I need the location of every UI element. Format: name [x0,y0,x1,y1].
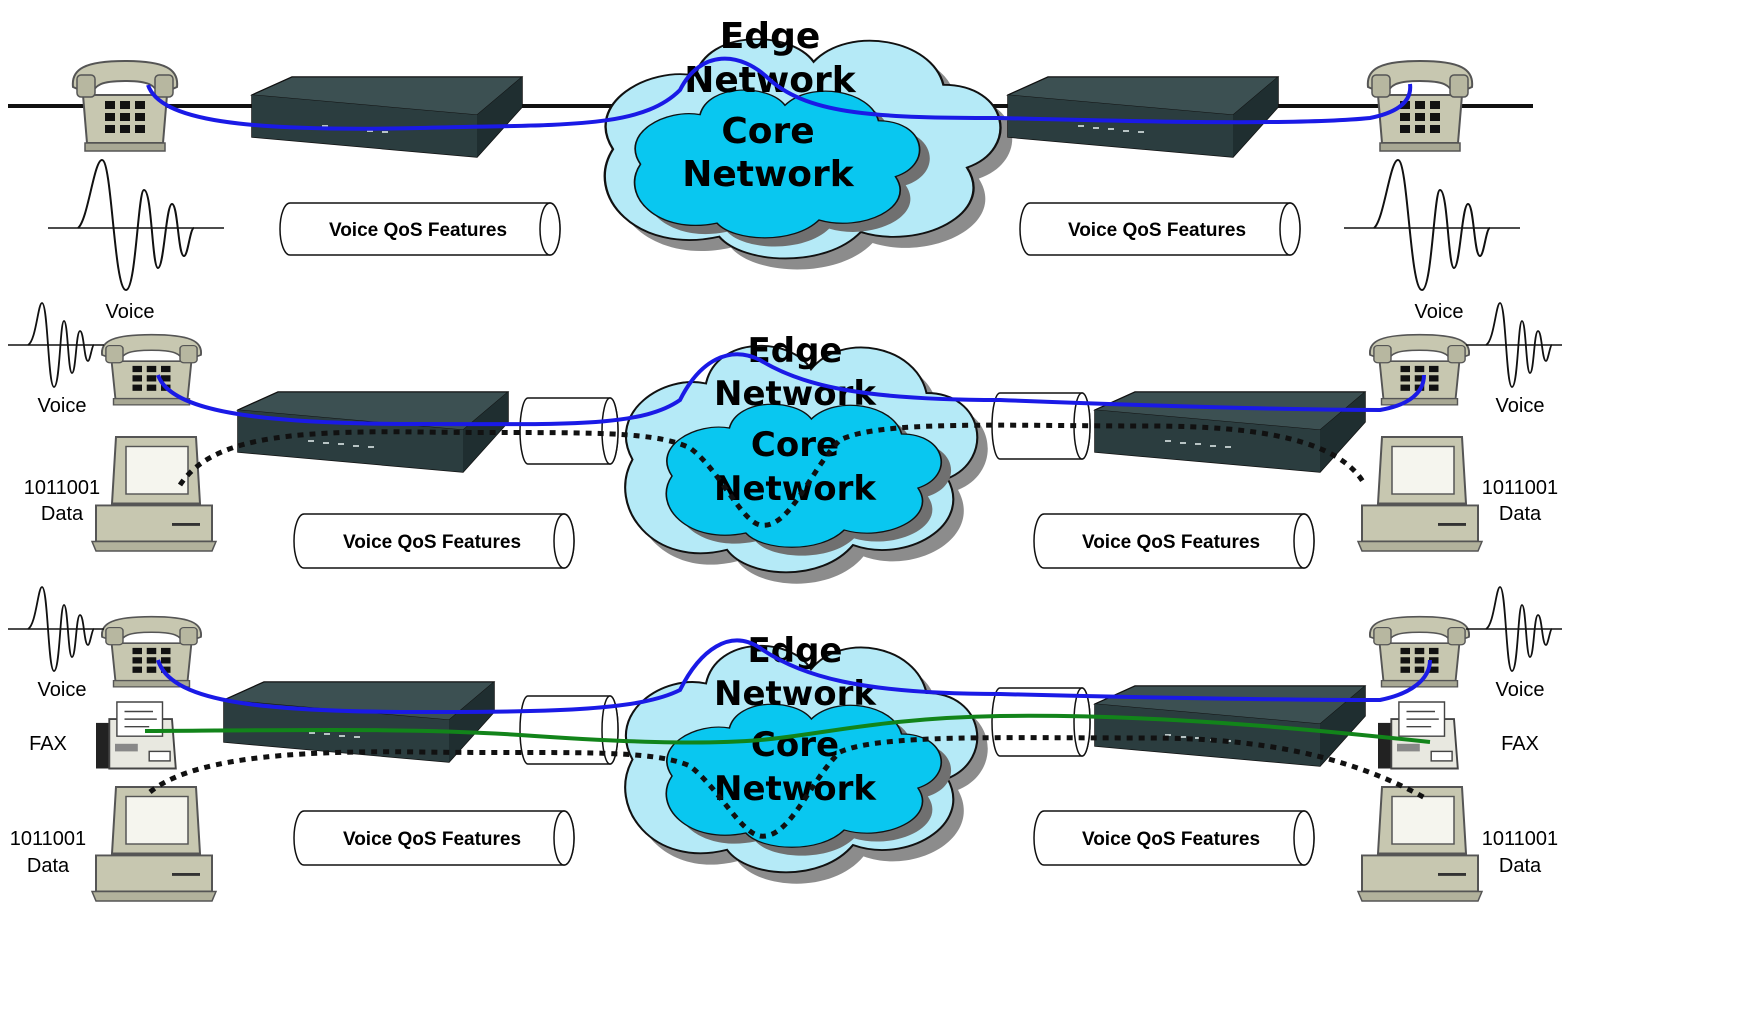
fax-path [144,713,1431,745]
fax-label: FAX [1501,733,1539,755]
telephone-icon [1366,60,1474,152]
core-label: Core [751,425,839,465]
computer-icon [90,785,218,903]
data-label: Data [41,503,84,525]
data-bits-label: 1011001 [10,828,86,850]
pipe-icon [519,695,619,765]
fax-machine-icon [1377,701,1459,770]
voice-label: Voice [1496,679,1545,701]
row-1: Edge Network Core Network Voice Voice Vo… [8,16,1533,323]
fax-label: FAX [29,733,67,755]
data-label: Data [27,855,70,877]
voice-label: Voice [38,679,87,701]
voice-path [156,638,1432,715]
data-label: Data [1499,503,1542,525]
waveform-icon [1466,302,1562,388]
core-network-label: Network [682,154,854,195]
telephone-icon [71,60,179,152]
edge-label: Edge [720,16,821,57]
router-icon [1007,76,1279,158]
qos-pipe-left: Voice QoS Features [279,202,561,256]
data-path [148,735,1427,839]
qos-label: Voice QoS Features [343,829,521,850]
qos-pipe-left: Voice QoS Features [293,810,575,866]
router-icon [223,681,495,763]
row-2: Edge Network Core Network [8,302,1562,584]
network-label: Network [714,374,877,414]
fax-machine-icon [95,701,177,770]
waveform-icon [1344,158,1520,292]
qos-pipe-right: Voice QoS Features [1033,810,1315,866]
waveform-icon [8,586,104,672]
qos-label: Voice QoS Features [1068,220,1246,241]
waveform-icon [48,158,224,292]
qos-pipe-right: Voice QoS Features [1033,513,1315,569]
qos-label: Voice QoS Features [1082,532,1260,553]
data-label: Data [1499,855,1542,877]
qos-pipe-right: Voice QoS Features [1019,202,1301,256]
telephone-icon [100,615,203,688]
voice-label: Voice [1496,395,1545,417]
core-network-label: Network [714,769,877,809]
computer-icon [90,435,218,553]
telephone-icon [100,333,203,406]
waveform-icon [8,302,104,388]
telephone-icon [1368,615,1471,688]
row-3: Edge Network Core Network [8,586,1562,903]
qos-label: Voice QoS Features [343,532,521,553]
pipe-icon [519,397,619,465]
data-bits-label: 1011001 [1482,477,1558,499]
network-label: Network [714,674,877,714]
router-icon [251,76,523,158]
voice-label: Voice [106,301,155,323]
data-bits-label: 1011001 [24,477,100,499]
telephone-icon [1368,333,1471,406]
computer-icon [1356,435,1484,553]
qos-label: Voice QoS Features [329,220,507,241]
core-label: Core [721,111,814,152]
voice-label: Voice [1415,301,1464,323]
voice-path [156,352,1426,427]
edge-label: Edge [748,331,843,371]
voice-path [146,56,1413,131]
data-bits-label: 1011001 [1482,828,1558,850]
pipe-icon [991,392,1091,460]
voice-label: Voice [38,395,87,417]
qos-label: Voice QoS Features [1082,829,1260,850]
qos-pipe-left: Voice QoS Features [293,513,575,569]
waveform-icon [1466,586,1562,672]
pipe-icon [991,687,1091,757]
computer-icon [1356,785,1484,903]
